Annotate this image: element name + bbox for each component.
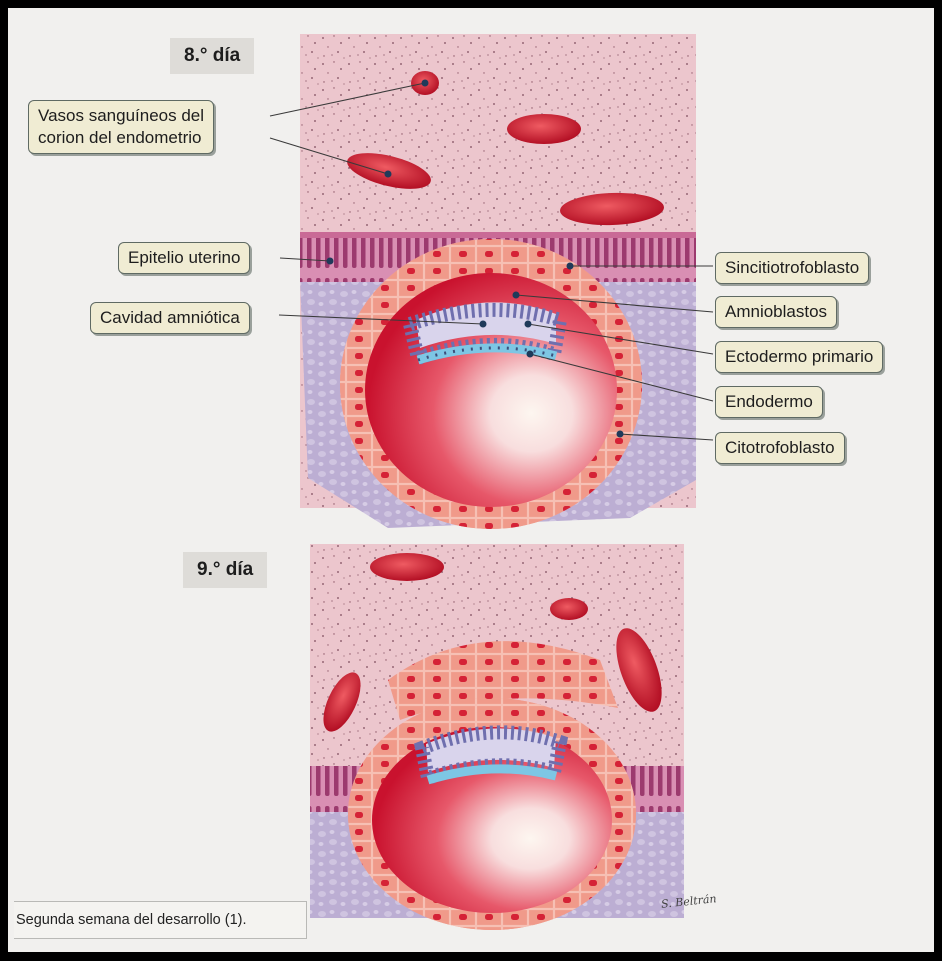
label-endodermo: Endodermo bbox=[715, 386, 823, 418]
label-vasos-line-1: Vasos sanguíneos del bbox=[38, 105, 204, 127]
figure-caption: Segunda semana del desarrollo (1). bbox=[14, 901, 307, 939]
label-cavidad-amniotica: Cavidad amniótica bbox=[90, 302, 250, 334]
day8-label: 8.° día bbox=[170, 38, 254, 74]
label-amnioblastos: Amnioblastos bbox=[715, 296, 837, 328]
day9-label: 9.° día bbox=[183, 552, 267, 588]
label-epitelio-uterino: Epitelio uterino bbox=[118, 242, 250, 274]
label-citotrofoblasto: Citotrofoblasto bbox=[715, 432, 845, 464]
day9-blastocyst bbox=[348, 641, 636, 930]
label-vasos-sanguineos: Vasos sanguíneos del corion del endometr… bbox=[28, 100, 214, 154]
figure-page: 8.° día 9.° día Vasos sanguíneos del cor… bbox=[8, 8, 934, 952]
label-ectodermo-primario: Ectodermo primario bbox=[715, 341, 883, 373]
day8-blastocyst bbox=[340, 239, 642, 529]
label-vasos-line-2: corion del endometrio bbox=[38, 127, 204, 149]
label-sincitiotrofoblasto: Sincitiotrofoblasto bbox=[715, 252, 869, 284]
